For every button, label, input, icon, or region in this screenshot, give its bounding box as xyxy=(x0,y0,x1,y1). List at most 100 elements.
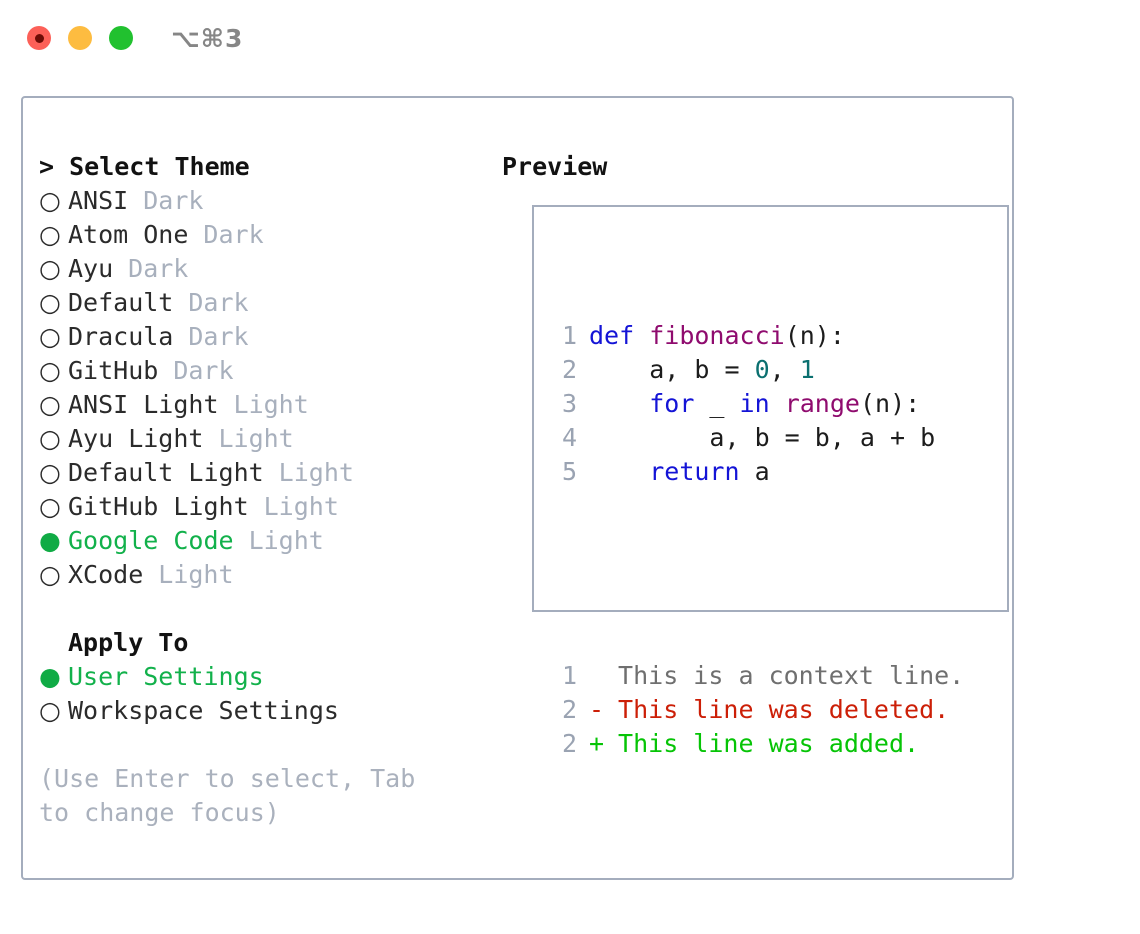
traffic-light-buttons xyxy=(27,26,133,50)
theme-option-label: Atom One xyxy=(68,220,189,249)
theme-option-variant: Dark xyxy=(173,356,234,385)
code-line: 5 return a xyxy=(549,455,964,489)
code-line-text: a, b = 0, 1 xyxy=(589,353,815,387)
code-token: 0 xyxy=(754,355,770,384)
code-line: 4 a, b = b, a + b xyxy=(549,421,964,455)
radio-unselected-icon: ○ xyxy=(39,424,61,453)
keyboard-shortcut-label: ⌥⌘3 xyxy=(171,24,244,53)
diff-line-text: This line was deleted. xyxy=(603,695,950,724)
apply-to-option-label: Workspace Settings xyxy=(68,696,339,725)
code-token xyxy=(770,389,785,418)
diff-line: 2- This line was deleted. xyxy=(549,693,964,727)
code-token: for xyxy=(649,389,695,418)
theme-option-variant: Dark xyxy=(188,288,249,317)
line-number: 1 xyxy=(561,321,577,350)
theme-option-variant: Light xyxy=(278,458,354,487)
code-token xyxy=(589,457,649,486)
radio-unselected-icon: ○ xyxy=(39,322,61,351)
theme-option-label: ANSI Light xyxy=(68,390,219,419)
preview-heading: Preview xyxy=(502,152,608,181)
theme-option-google-code[interactable]: ●Google Code Light xyxy=(39,524,479,558)
diff-marker: + xyxy=(589,729,605,758)
code-line-text: for _ in range(n): xyxy=(589,387,920,421)
radio-unselected-icon: ○ xyxy=(39,696,61,725)
theme-option-ayu-light[interactable]: ○Ayu Light Light xyxy=(39,422,479,456)
code-line: 3 for _ in range(n): xyxy=(549,387,964,421)
theme-option-variant: Dark xyxy=(203,220,264,249)
theme-option-label: Default xyxy=(68,288,174,317)
theme-option-variant: Light xyxy=(248,526,324,555)
line-number: 4 xyxy=(561,423,577,452)
code-line-text: return a xyxy=(589,455,769,489)
code-line-text: def fibonacci(n): xyxy=(589,319,845,353)
line-number: 5 xyxy=(561,457,577,486)
apply-to-option-user-settings[interactable]: ●User Settings xyxy=(39,660,479,694)
select-theme-heading: > Select Theme xyxy=(39,152,250,181)
diff-sample: 1 This is a context line.2- This line wa… xyxy=(549,659,964,761)
code-token: 1 xyxy=(799,355,815,384)
theme-option-github[interactable]: ○GitHub Dark xyxy=(39,354,479,388)
code-token: (n): xyxy=(784,321,845,350)
line-number: 3 xyxy=(561,389,577,418)
zoom-window-button[interactable] xyxy=(109,26,133,50)
theme-option-ansi[interactable]: ○ANSI Dark xyxy=(39,184,479,218)
theme-option-dracula[interactable]: ○Dracula Dark xyxy=(39,320,479,354)
theme-option-atom-one[interactable]: ○Atom One Dark xyxy=(39,218,479,252)
theme-option-label: XCode xyxy=(68,560,144,589)
radio-unselected-icon: ○ xyxy=(39,288,61,317)
apply-to-heading: Apply To xyxy=(68,628,189,657)
theme-option-ayu[interactable]: ○Ayu Dark xyxy=(39,252,479,286)
radio-unselected-icon: ○ xyxy=(39,356,61,385)
code-line: 1 def fibonacci(n): xyxy=(549,319,964,353)
code-token xyxy=(589,389,649,418)
radio-unselected-icon: ○ xyxy=(39,492,61,521)
theme-option-ansi-light[interactable]: ○ANSI Light Light xyxy=(39,388,479,422)
theme-option-label: GitHub xyxy=(68,356,159,385)
theme-option-variant: Dark xyxy=(128,254,189,283)
diff-line-text: This is a context line. xyxy=(603,661,965,690)
diff-line-text: This line was added. xyxy=(603,729,920,758)
radio-unselected-icon: ○ xyxy=(39,186,61,215)
radio-unselected-icon: ○ xyxy=(39,390,61,419)
code-token: return xyxy=(649,457,740,486)
code-token: range xyxy=(784,389,860,418)
titlebar: ⌥⌘3 xyxy=(0,0,1140,78)
code-token: a, b = xyxy=(589,355,755,384)
theme-option-variant: Light xyxy=(218,424,294,453)
radio-selected-icon: ● xyxy=(39,526,61,555)
theme-option-label: Ayu xyxy=(68,254,114,283)
theme-option-label: Dracula xyxy=(68,322,174,351)
theme-option-variant: Light xyxy=(158,560,234,589)
diff-marker: - xyxy=(589,695,605,724)
theme-option-variant: Dark xyxy=(143,186,204,215)
line-number: 2 xyxy=(561,355,577,384)
code-line: 2 a, b = 0, 1 xyxy=(549,353,964,387)
theme-option-variant: Light xyxy=(233,390,309,419)
line-number: 2 xyxy=(561,695,577,724)
code-diff-spacer xyxy=(549,557,964,591)
code-token: , xyxy=(769,355,800,384)
diff-line: 1 This is a context line. xyxy=(549,659,964,693)
radio-unselected-icon: ○ xyxy=(39,220,61,249)
theme-option-default[interactable]: ○Default Dark xyxy=(39,286,479,320)
code-token: in xyxy=(739,389,770,418)
theme-option-label: ANSI xyxy=(68,186,129,215)
minimize-window-button[interactable] xyxy=(68,26,92,50)
radio-unselected-icon: ○ xyxy=(39,254,61,283)
theme-option-label: Google Code xyxy=(68,526,234,555)
close-window-button[interactable] xyxy=(27,26,51,50)
theme-option-label: GitHub Light xyxy=(68,492,249,521)
apply-to-option-workspace-settings[interactable]: ○Workspace Settings xyxy=(39,694,479,728)
theme-option-variant: Dark xyxy=(188,322,249,351)
code-token: _ xyxy=(694,389,740,418)
theme-option-label: Ayu Light xyxy=(68,424,204,453)
